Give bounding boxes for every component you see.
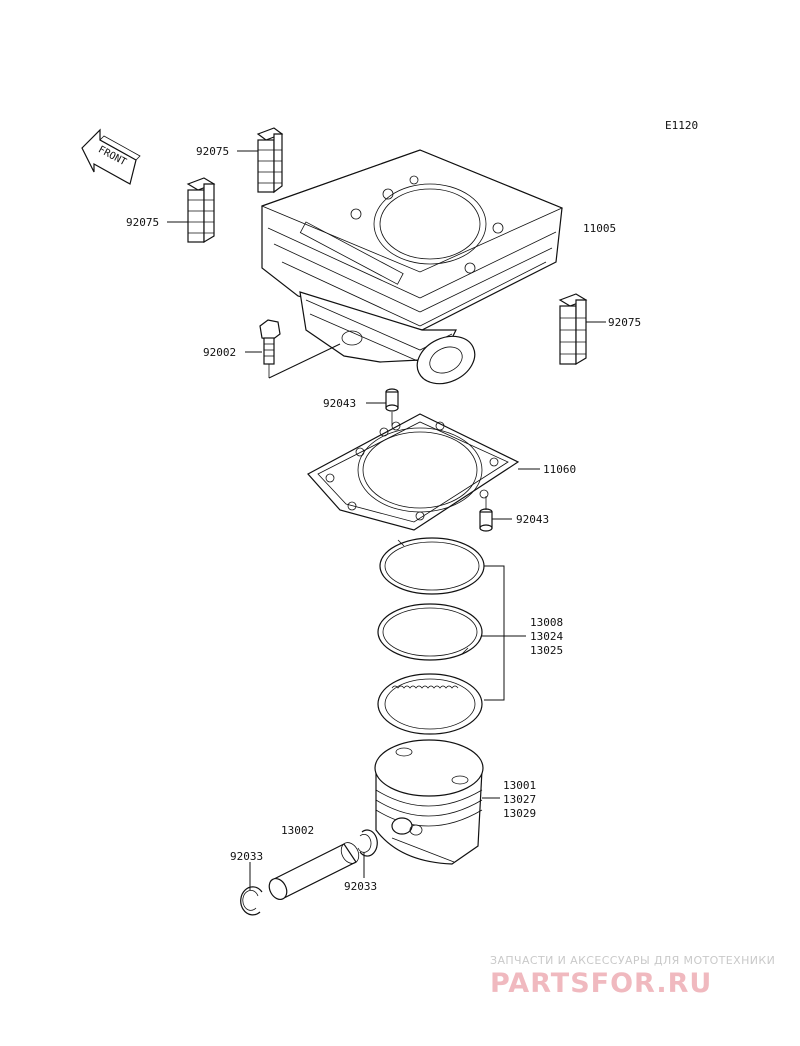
label-13001: 13001 <box>503 779 536 792</box>
bolt <box>259 319 281 378</box>
leader-lines <box>167 150 606 890</box>
circlip-right <box>357 829 378 857</box>
label-92033-right: 92033 <box>344 880 377 893</box>
piston-pin <box>268 842 360 901</box>
dowel-pin-top <box>385 388 399 426</box>
piston-ring-oil <box>377 673 483 735</box>
label-13024: 13024 <box>530 630 563 643</box>
label-13002: 13002 <box>281 824 314 837</box>
dowel-pin-bottom <box>479 496 493 532</box>
label-13027: 13027 <box>503 793 536 806</box>
watermark-tagline: ЗАПЧАСТИ И АКСЕССУАРЫ ДЛЯ МОТОТЕХНИКИ <box>490 954 775 967</box>
circlip-left <box>240 886 263 916</box>
watermark-brand: PARTSFOR.RU <box>490 968 712 999</box>
label-11005: 11005 <box>583 222 616 235</box>
front-arrow-icon: FRONT <box>81 128 141 185</box>
cylinder-gasket <box>307 413 520 531</box>
label-92075-top: 92075 <box>196 145 229 158</box>
piston-ring-top <box>379 537 485 595</box>
label-11060: 11060 <box>543 463 576 476</box>
label-92075-right: 92075 <box>608 316 641 329</box>
label-92033-left: 92033 <box>230 850 263 863</box>
label-92075-left: 92075 <box>126 216 159 229</box>
dowel-clip-strip-top <box>256 127 284 194</box>
label-92002: 92002 <box>203 346 236 359</box>
cylinder <box>260 149 564 385</box>
label-92043-bottom: 92043 <box>516 513 549 526</box>
piston <box>374 739 484 865</box>
label-13008: 13008 <box>530 616 563 629</box>
dowel-clip-strip-right <box>558 293 588 366</box>
dowel-clip-strip-left <box>186 177 216 244</box>
piston-ring-middle <box>377 603 483 661</box>
diagram-code: E1120 <box>665 119 698 132</box>
label-13025: 13025 <box>530 644 563 657</box>
label-13029: 13029 <box>503 807 536 820</box>
label-92043-top: 92043 <box>323 397 356 410</box>
